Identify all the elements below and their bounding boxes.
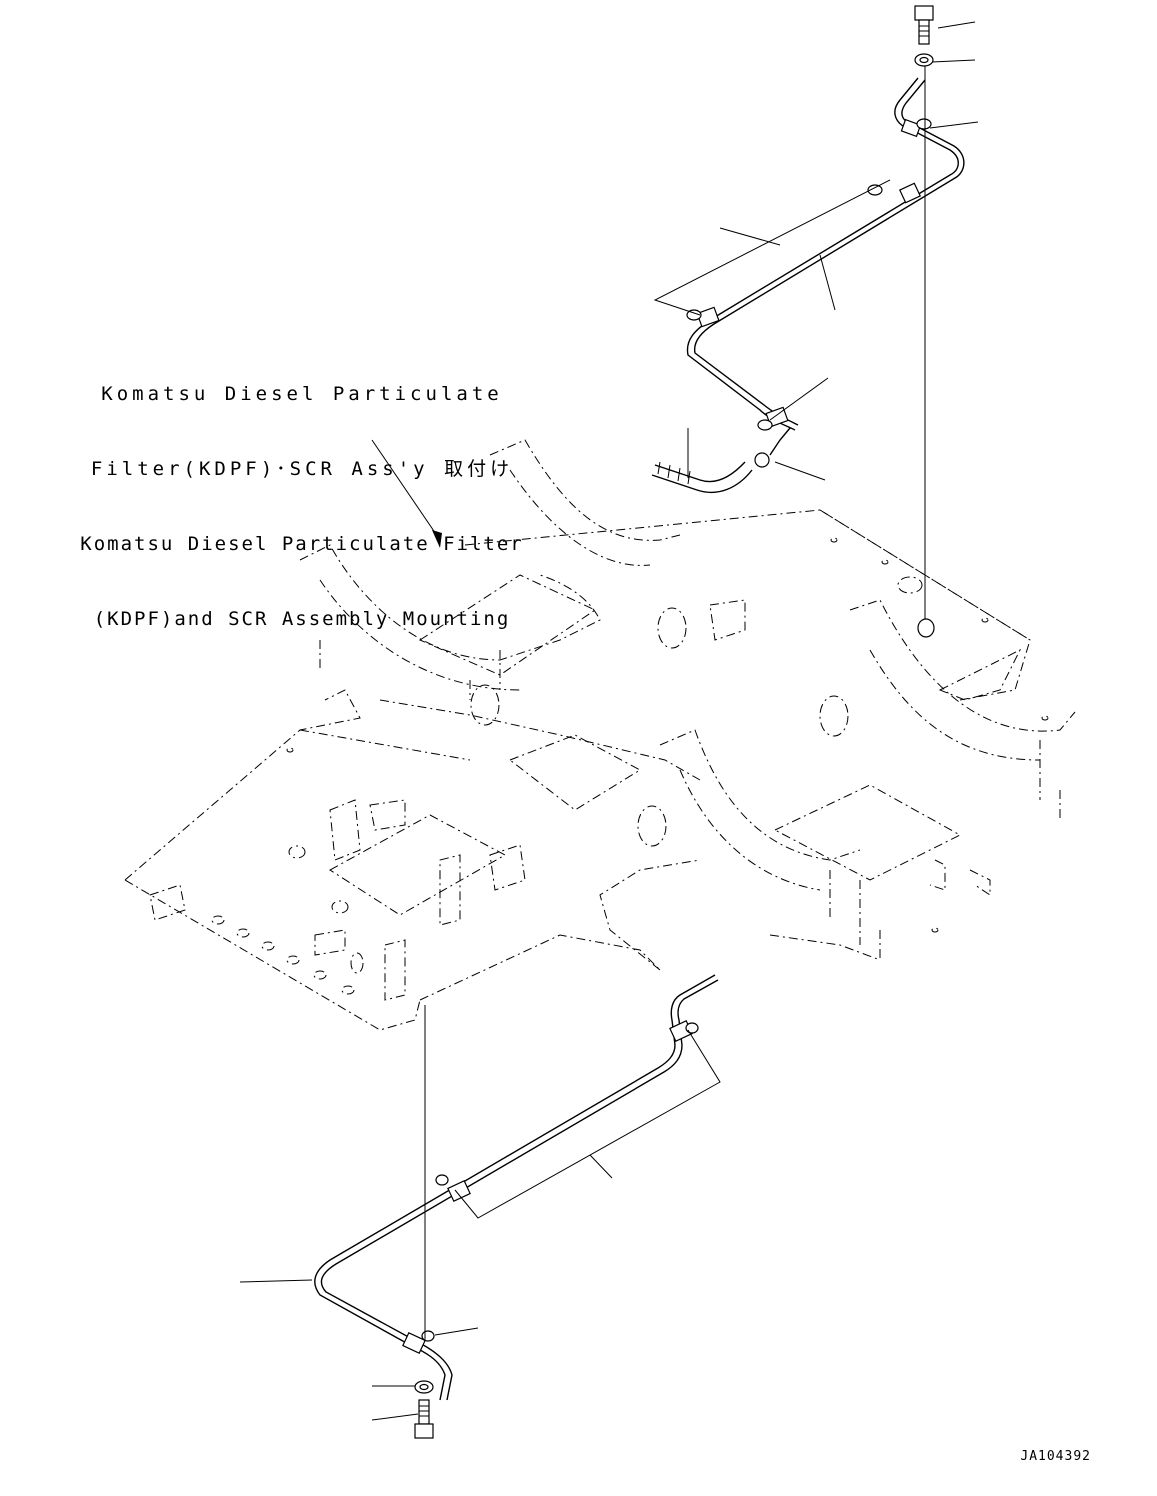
callout-line-2: Filter(KDPF)･SCR Ass'y 取付け (90, 458, 514, 480)
pipe-clamp-lower-3 (402, 1330, 435, 1354)
pipe-clamp-upper-1 (900, 118, 932, 138)
pipe-clamp-upper-3 (686, 306, 720, 328)
frame-phantom-outline (124, 439, 1076, 1031)
bolt-upper (914, 5, 934, 67)
mounting-callout-text: Komatsu Diesel Particulate Filter(KDPF)･… (52, 332, 552, 657)
callout-line-3: Komatsu Diesel Particulate Filter (80, 533, 524, 555)
callout-line-4: (KDPF)and SCR Assembly Mounting (93, 608, 511, 630)
pipe-clamp-lower-2 (435, 1174, 471, 1202)
callout-line-1: Komatsu Diesel Particulate (101, 383, 503, 405)
pipe-clamp-upper-2 (867, 182, 922, 204)
upper-pipe-assembly (651, 5, 979, 638)
lower-pipe-assembly (239, 974, 721, 1439)
hose-end (651, 452, 770, 494)
figure-code: JA104392 (1020, 1449, 1091, 1464)
pipe-clamp-lower-1 (669, 1020, 699, 1042)
callout-arrow (371, 439, 442, 548)
bolt-lower (414, 1380, 434, 1439)
pipe-clamp-upper-4 (757, 406, 789, 431)
